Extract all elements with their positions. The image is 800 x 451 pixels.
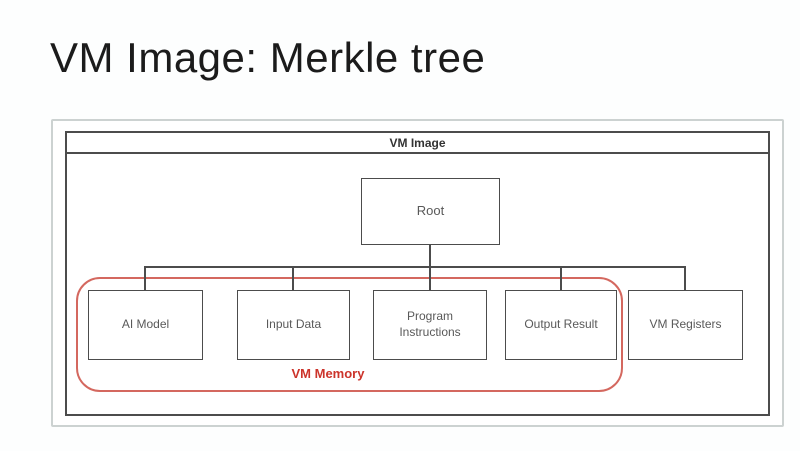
connector-drop-input-data	[292, 266, 294, 291]
node-output-result: Output Result	[505, 290, 617, 360]
connector-trunk	[144, 266, 686, 268]
node-vm-registers: VM Registers	[628, 290, 743, 360]
node-root: Root	[361, 178, 500, 245]
slide-title: VM Image: Merkle tree	[50, 34, 486, 81]
vm-image-header: VM Image	[65, 131, 770, 154]
connector-drop-vm-registers	[684, 266, 686, 291]
connector-drop-output-result	[560, 266, 562, 291]
node-program-instructions: Program Instructions	[373, 290, 487, 360]
node-input-data: Input Data	[237, 290, 350, 360]
node-ai-model: AI Model	[88, 290, 203, 360]
vm-memory-group-outline	[76, 277, 623, 392]
vm-memory-label: VM Memory	[291, 366, 365, 381]
connector-root-stem	[429, 245, 431, 268]
vm-image-label: VM Image	[389, 135, 446, 150]
connector-drop-program-instructions	[429, 266, 431, 291]
connector-drop-ai-model	[144, 266, 146, 291]
